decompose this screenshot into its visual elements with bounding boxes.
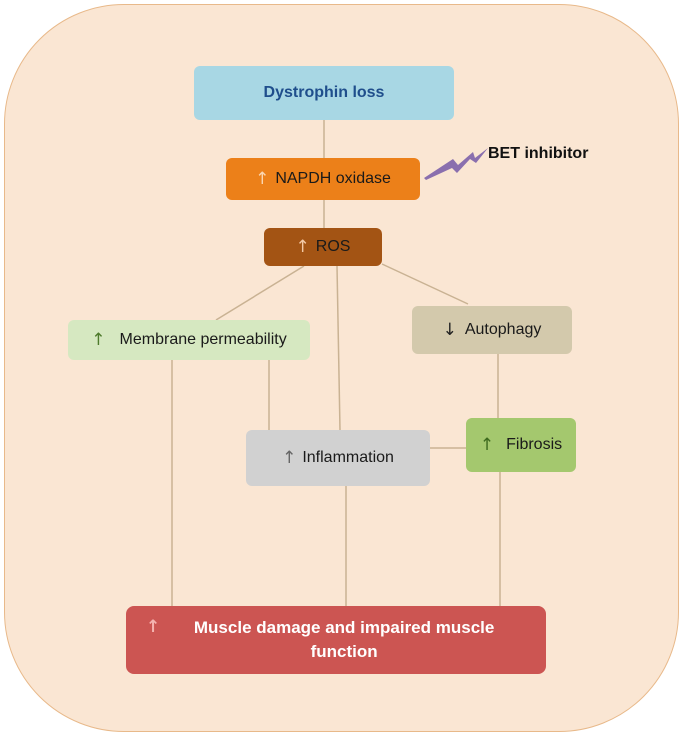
node-dystrophin-loss-label: Dystrophin loss (263, 84, 385, 101)
node-ros-label: ROS (315, 238, 351, 255)
link-ros-autophagy (381, 263, 469, 305)
node-inflammation: ↑ Inflammation (246, 430, 430, 486)
node-membrane-permeability-label: Membrane permeability (119, 331, 287, 348)
node-dystrophin-loss: Dystrophin loss (194, 66, 454, 120)
link-ros-membrane (215, 265, 305, 321)
up-arrow-icon: ↑ (91, 329, 106, 350)
up-arrow-icon: ↑ (282, 447, 297, 468)
node-fibrosis: ↑ Fibrosis (466, 418, 576, 472)
node-autophagy: ↓ Autophagy (412, 306, 572, 354)
lightning-bolt-icon (424, 148, 488, 180)
node-fibrosis-label: Fibrosis (506, 436, 563, 453)
node-membrane-permeability: ↑ Membrane permeability (68, 320, 310, 360)
up-arrow-icon: ↑ (146, 617, 161, 637)
link-ros-inflammation (336, 265, 341, 431)
up-arrow-icon: ↑ (255, 168, 270, 189)
node-inflammation-label: Inflammation (302, 449, 394, 466)
down-arrow-icon: ↓ (442, 319, 457, 340)
up-arrow-icon: ↑ (479, 434, 495, 455)
node-autophagy-label: Autophagy (464, 321, 542, 338)
bet-inhibitor-label: BET inhibitor (488, 145, 589, 162)
up-arrow-icon: ↑ (295, 236, 310, 257)
node-ros: ↑ ROS (264, 228, 382, 266)
node-nadph-oxidase-label: NAPDH oxidase (275, 170, 391, 187)
node-muscle-damage: ↑ Muscle damage and impaired muscle func… (126, 606, 546, 674)
node-muscle-damage-label: Muscle damage and impaired muscle functi… (193, 618, 495, 661)
node-nadph-oxidase: ↑ NAPDH oxidase (226, 158, 420, 200)
